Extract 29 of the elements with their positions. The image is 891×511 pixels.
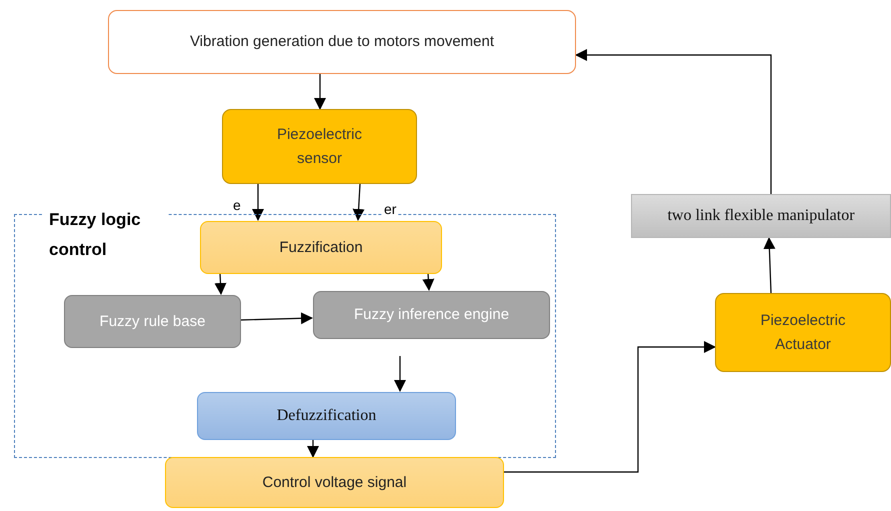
arrow [504, 341, 716, 473]
box-label: Fuzzification [279, 238, 363, 258]
process-box [313, 291, 550, 339]
box-label: two link flexible manipulator [667, 206, 855, 226]
process-box [165, 457, 504, 508]
arrow [422, 272, 434, 291]
box-label: Fuzzy inference engine [354, 305, 510, 326]
arrow [575, 49, 772, 194]
box-label: Vibration generation due to motors movement [190, 32, 494, 52]
arrow [307, 439, 319, 458]
arrow [314, 74, 326, 110]
box-label: Defuzzification [276, 406, 376, 426]
process-box [200, 221, 442, 274]
arrow [240, 312, 313, 324]
arrow [352, 184, 365, 221]
box-label: Fuzzy rule base [100, 312, 206, 332]
arrow [394, 356, 406, 392]
box-label: Control voltage signal [262, 472, 407, 493]
arrow [763, 237, 776, 294]
box-label: Piezoelectric sensor [276, 125, 364, 168]
process-box [715, 293, 891, 372]
arrow [252, 184, 264, 221]
process-box [64, 295, 241, 348]
arrow [214, 272, 226, 295]
box-label: Piezoelectric Actuator [759, 311, 847, 354]
process-box [108, 10, 576, 74]
process-box [222, 109, 417, 184]
process-box [197, 392, 456, 440]
process-box [631, 194, 891, 238]
